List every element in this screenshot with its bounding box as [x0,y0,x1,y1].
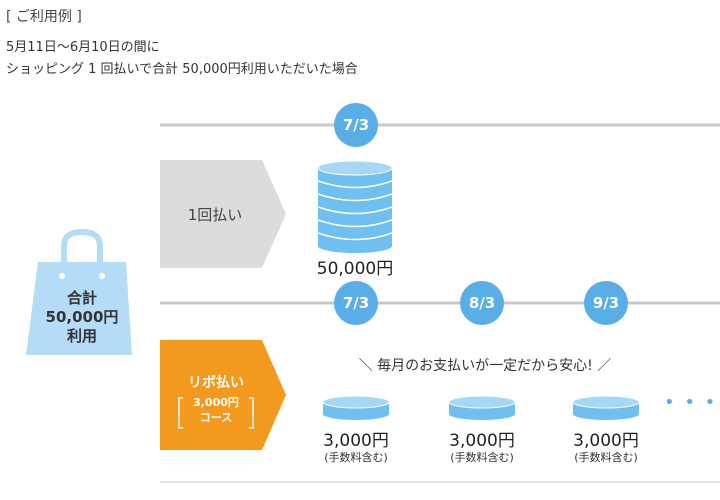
bag-label-total: 合計 [66,289,97,307]
course-label: コース [199,411,233,424]
one-time-arrow [160,160,286,268]
more-ellipsis-icon: • • • [664,392,718,413]
revolving-date-3: 9/3 [592,294,620,312]
shopping-bag-icon [26,228,132,355]
one-time-amount: 50,000円 [316,259,394,279]
one-time-date: 7/3 [342,116,370,134]
coin-icon [572,395,640,420]
course-bracket-left [178,397,183,429]
date-circle-revolving-1 [334,281,378,325]
coin-icon [448,395,516,420]
bag-label-usage: 利用 [66,327,97,345]
revolving-fee-note-1: (手数料含む) [324,451,388,464]
coin-stack-icon [317,160,393,253]
intro-line-condition: ショッピング 1 回払いで合計 50,000円利用いただいた場合 [6,62,358,77]
course-bracket-right [249,397,254,429]
revolving-payment-label: リボ払い [188,375,244,391]
revolving-amount-1: 3,000円 [323,431,389,451]
bag-label-amount: 50,000円 [45,308,119,326]
revolving-amount-3: 3,000円 [573,431,639,451]
date-circle-one-time [334,103,378,147]
revolving-date-2: 8/3 [468,294,496,312]
revolving-tagline: ＼ 毎月のお支払いが一定だから安心! ／ [358,358,612,374]
date-circle-revolving-3 [584,281,628,325]
one-time-payment-label: 1回払い [187,206,243,224]
revolving-amount-2: 3,000円 [449,431,515,451]
intro-line-period: 5月11日〜6月10日の間に [6,40,160,55]
course-amount: 3,000円 [193,396,239,409]
coin-icon [322,395,390,420]
example-heading: [ ご利用例 ] [6,9,82,25]
revolving-fee-note-3: (手数料含む) [574,451,638,464]
revolving-arrow [160,340,286,450]
revolving-fee-note-2: (手数料含む) [450,451,514,464]
revolving-date-1: 7/3 [342,294,370,312]
date-circle-revolving-2 [460,281,504,325]
